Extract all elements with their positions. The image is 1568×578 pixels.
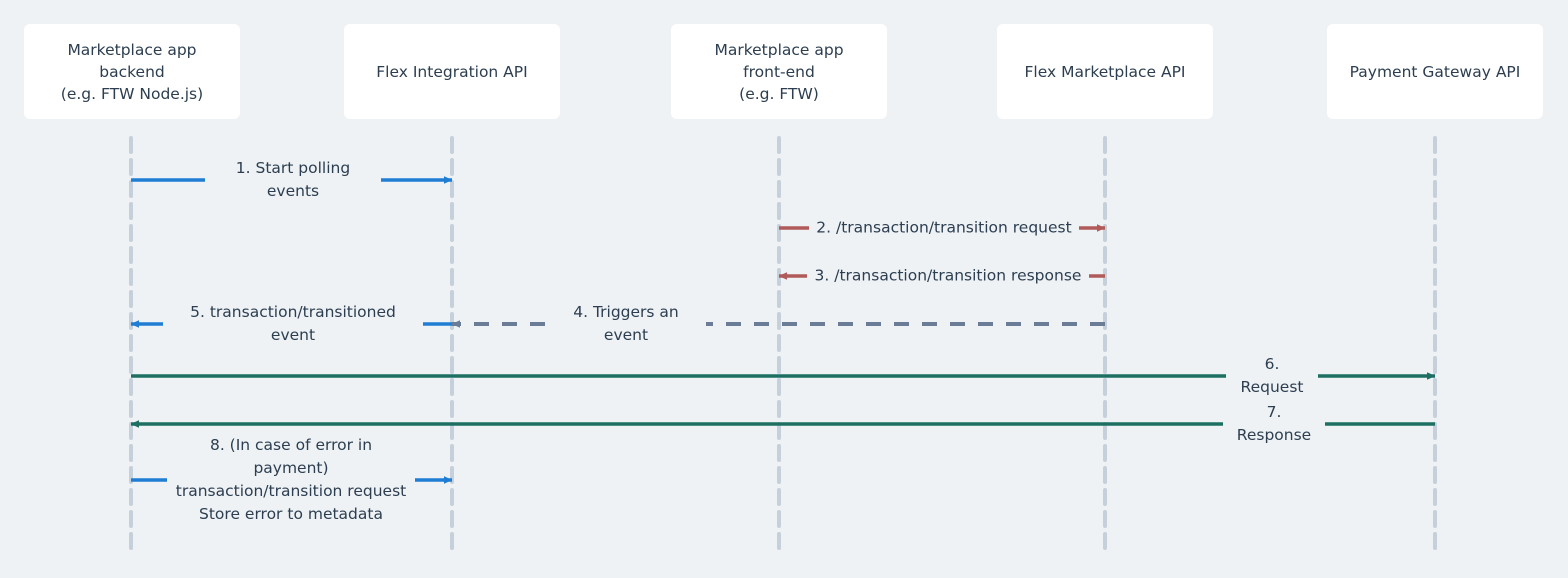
message-label-5: 5. transaction/transitioned event	[163, 301, 423, 347]
message-label-6: 6. Request	[1226, 353, 1318, 399]
participant-label: Payment Gateway API	[1349, 62, 1521, 81]
message-label-1: 1. Start polling events	[205, 157, 381, 203]
participant-label: Marketplace app backend (e.g. FTW Node.j…	[60, 40, 204, 103]
participant-box-marketplace-app-frontend: Marketplace app front-end (e.g. FTW)	[671, 24, 887, 119]
participant-box-marketplace-app-backend: Marketplace app backend (e.g. FTW Node.j…	[24, 24, 240, 119]
participant-box-flex-integration-api: Flex Integration API	[344, 24, 560, 119]
message-label-8: 8. (In case of error in payment) transac…	[167, 434, 415, 526]
participant-box-flex-marketplace-api: Flex Marketplace API	[997, 24, 1213, 119]
message-label-7: 7. Response	[1223, 401, 1325, 447]
message-label-3: 3. /transaction/transition response	[807, 264, 1089, 288]
message-label-4: 4. Triggers an event	[546, 301, 706, 347]
participant-label: Flex Integration API	[376, 62, 528, 81]
participant-box-payment-gateway-api: Payment Gateway API	[1327, 24, 1543, 119]
participant-label: Marketplace app front-end (e.g. FTW)	[714, 40, 844, 103]
participant-label: Flex Marketplace API	[1024, 62, 1186, 81]
message-label-2: 2. /transaction/transition request	[809, 216, 1079, 240]
